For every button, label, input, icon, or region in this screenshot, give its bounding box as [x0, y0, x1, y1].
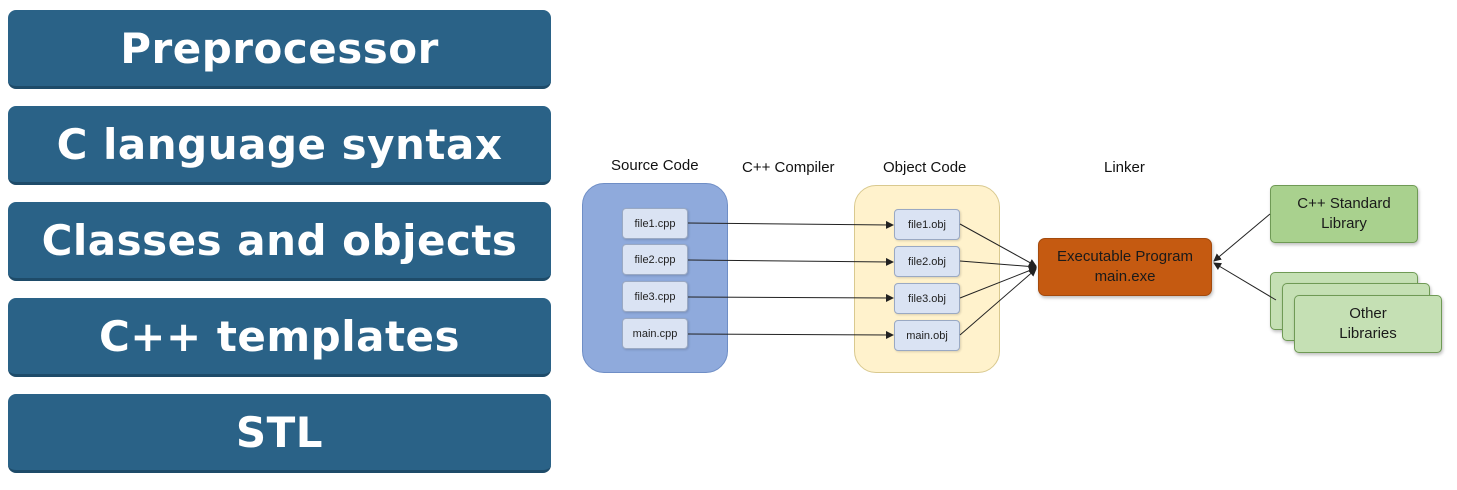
link-arrow [959, 266, 1037, 299]
feature-classes-and-objects: Classes and objects [8, 202, 551, 281]
other-libraries-line1: Other [1349, 305, 1387, 322]
object-file: file1.obj [894, 209, 960, 240]
source-code-label: Source Code [611, 157, 699, 174]
source-file: file3.cpp [622, 281, 688, 312]
feature-preprocessor: Preprocessor [8, 10, 551, 89]
std-library-line1: C++ Standard [1297, 195, 1391, 212]
library-link-arrow [1213, 213, 1271, 262]
compile-arrow [687, 293, 894, 302]
cpp-standard-library-box: C++ Standard Library [1270, 185, 1418, 243]
executable-title: Executable Program [1057, 248, 1193, 265]
object-file: file3.obj [894, 283, 960, 314]
object-file: main.obj [894, 320, 960, 351]
source-file: file1.cpp [622, 208, 688, 239]
compiler-label: C++ Compiler [742, 159, 835, 176]
link-arrow [959, 260, 1037, 271]
library-link-arrow [1213, 262, 1277, 301]
compile-arrow [687, 257, 894, 266]
compile-arrow [687, 220, 894, 229]
connector-arrows [687, 213, 1277, 339]
feature-c-language-syntax: C language syntax [8, 106, 551, 185]
link-arrow [959, 268, 1037, 336]
source-file: file2.cpp [622, 244, 688, 275]
executable-program-box: Executable Program main.exe [1038, 238, 1212, 296]
object-file: file2.obj [894, 246, 960, 277]
std-library-line2: Library [1321, 215, 1367, 232]
other-libraries-line2: Libraries [1339, 325, 1397, 342]
language-feature-list: Preprocessor C language syntax Classes a… [8, 10, 551, 490]
compile-arrow [687, 330, 894, 339]
object-code-label: Object Code [883, 159, 967, 176]
source-file: main.cpp [622, 318, 688, 349]
feature-stl: STL [8, 394, 551, 473]
executable-filename: main.exe [1094, 268, 1156, 285]
link-arrow [959, 223, 1037, 267]
feature-cpp-templates: C++ templates [8, 298, 551, 377]
linker-label: Linker [1104, 159, 1145, 176]
other-libraries-box: Other Libraries [1294, 295, 1442, 353]
build-process-diagram: Source Code C++ Compiler Object Code Lin… [560, 130, 1457, 390]
